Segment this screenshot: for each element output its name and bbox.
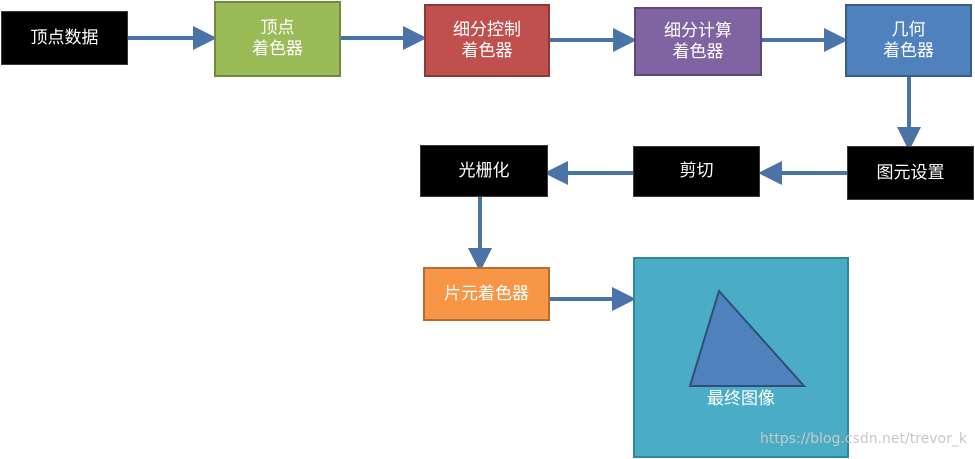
fragment-shader-label: 片元着色器 [444, 283, 529, 304]
vertex-data-label: 顶点数据 [30, 27, 99, 48]
clipping-box: 剪切 [633, 146, 760, 197]
primitive-setup-label: 图元设置 [876, 162, 945, 183]
final-image-label: 最终图像 [707, 389, 775, 409]
vertex-data-box: 顶点数据 [1, 11, 128, 65]
tessellation-evaluation-shader-box: 细分计算 着色器 [634, 7, 762, 76]
tessellation-evaluation-shader-label: 细分计算 着色器 [664, 20, 732, 62]
tessellation-control-shader-label: 细分控制 着色器 [453, 19, 521, 61]
rasterization-label: 光栅化 [458, 160, 510, 181]
clipping-label: 剪切 [679, 161, 714, 181]
triangle-icon [688, 289, 807, 387]
vertex-shader-label: 顶点 着色器 [252, 18, 303, 59]
rasterization-box: 光栅化 [420, 145, 548, 197]
geometry-shader-label: 几何 着色器 [883, 19, 934, 61]
watermark-text: https://blog.csdn.net/trevor_k [759, 431, 967, 447]
fragment-shader-box: 片元着色器 [423, 267, 550, 321]
final-image-box: 最终图像 [633, 257, 849, 458]
primitive-setup-box: 图元设置 [847, 146, 974, 200]
geometry-shader-box: 几何 着色器 [845, 4, 972, 77]
tessellation-control-shader-box: 细分控制 着色器 [424, 4, 550, 77]
vertex-shader-box: 顶点 着色器 [214, 1, 341, 77]
